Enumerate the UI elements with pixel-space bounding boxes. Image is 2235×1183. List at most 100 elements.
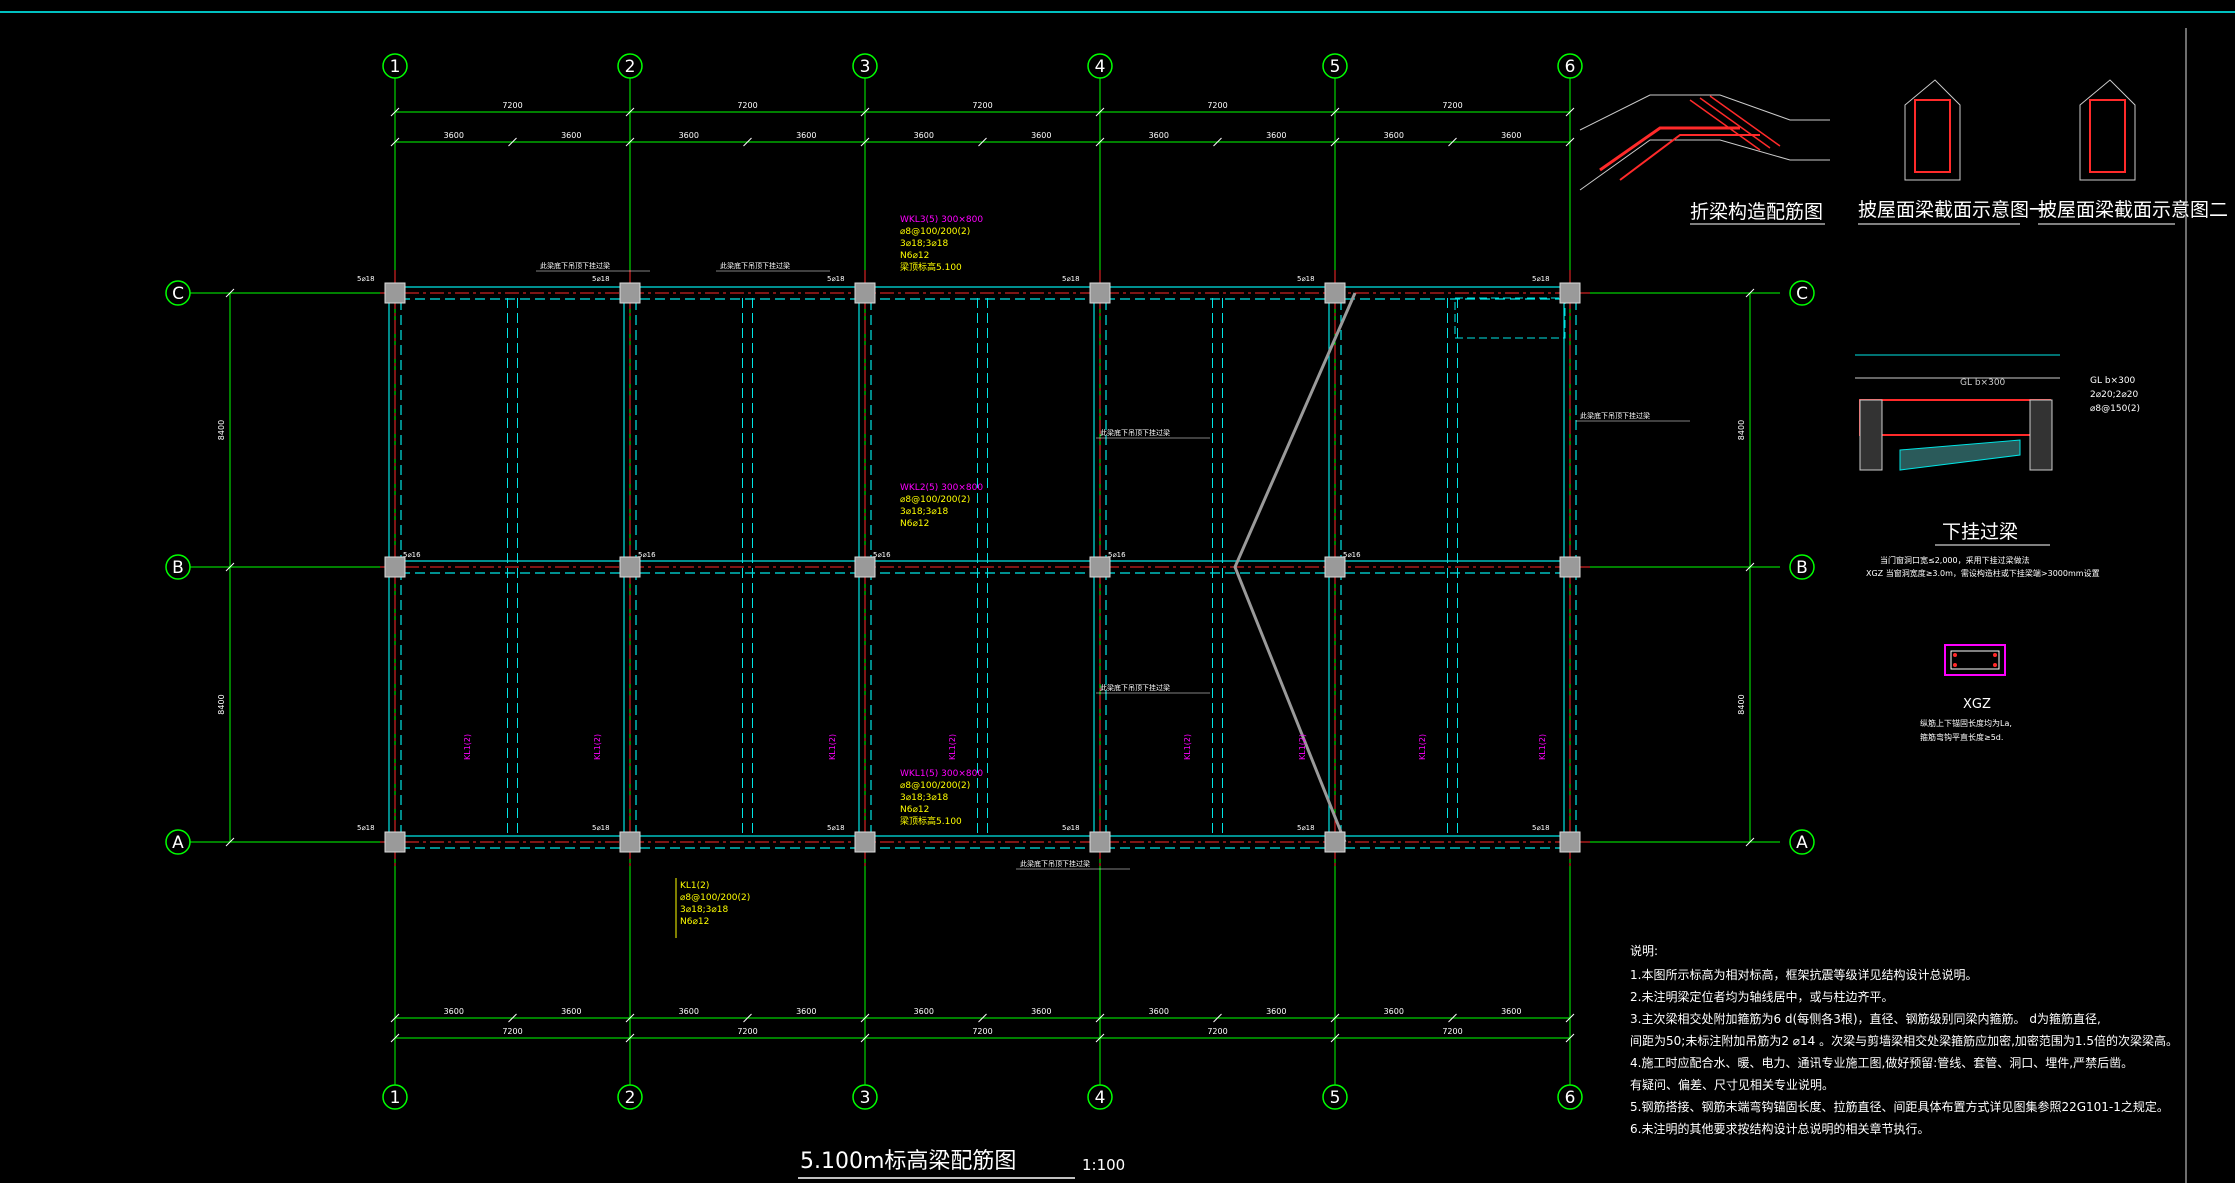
annotation-bottom-beam: KL1(2) ⌀8@100/200(2) 3⌀18;3⌀18 N6⌀12 bbox=[675, 878, 750, 938]
dimension-tick bbox=[225, 288, 235, 298]
column bbox=[854, 556, 876, 578]
axis-bubble-col bbox=[852, 53, 878, 79]
dimension-value: 3600 bbox=[1266, 1007, 1286, 1016]
gl-spec-right: GL b×300 bbox=[2090, 376, 2136, 386]
dimension-tick bbox=[1448, 1013, 1457, 1023]
beam-label-kl: KL1(2) bbox=[1538, 734, 1547, 760]
beam-label-wkl3: WKL3(5) 300×800 bbox=[900, 215, 983, 225]
detail-fold-beam: 折梁构造配筋图 bbox=[1579, 94, 1830, 225]
dimension-value: 3600 bbox=[1384, 1007, 1404, 1016]
rebar-mark: 5⌀18 bbox=[1297, 824, 1315, 832]
beam-bars-side: N6⌀12 bbox=[900, 251, 929, 261]
axis-label-col: 6 bbox=[1565, 57, 1576, 77]
dimension-tick bbox=[625, 1013, 635, 1023]
dimension-value: 3600 bbox=[679, 131, 699, 140]
beam-bars-top: 3⌀18;3⌀18 bbox=[900, 507, 948, 517]
axis-bubble-col bbox=[617, 1084, 643, 1110]
dimension-tick bbox=[625, 137, 635, 147]
beam-label-kl: KL1(2) bbox=[828, 734, 837, 760]
dimension-tick bbox=[743, 1013, 752, 1023]
rebar-mark: 5⌀18 bbox=[1062, 824, 1080, 832]
rebar-mark: 5⌀18 bbox=[827, 275, 845, 283]
detail-hang-beam: GL b×300 GL b×300 2⌀20;2⌀20 ⌀8@150(2) 下挂… bbox=[1855, 354, 2140, 578]
column bbox=[1559, 831, 1581, 853]
dimension-value: 8400 bbox=[217, 420, 226, 440]
xgz-label: XGZ bbox=[1963, 697, 1991, 712]
dimension-tick bbox=[1095, 1013, 1105, 1023]
gl-spec: GL b×300 bbox=[1960, 378, 2006, 388]
dimension-value: 3600 bbox=[796, 131, 816, 140]
rebar-mark: 5⌀18 bbox=[1532, 275, 1550, 283]
detail-roof-section-2: 披屋面梁截面示意图二 bbox=[2038, 79, 2228, 225]
dimension-value: 7200 bbox=[1207, 101, 1227, 110]
axis-label-row: A bbox=[1796, 833, 1808, 853]
column bbox=[1559, 556, 1581, 578]
column bbox=[1324, 831, 1346, 853]
dimension-tick bbox=[978, 137, 987, 147]
axis-bubble-col bbox=[382, 1084, 408, 1110]
note-line-4: 间距为50;未标注附加吊筋为2 ⌀14 。次梁与剪墙梁相交处梁箍筋应加密,加密范… bbox=[1630, 1033, 2178, 1048]
dimension-value: 7200 bbox=[737, 101, 757, 110]
beam-bars-top: 3⌀18;3⌀18 bbox=[900, 239, 948, 249]
axis-label-row: B bbox=[1796, 558, 1808, 578]
dimension-tick bbox=[1745, 562, 1755, 572]
detail-title-roof-1: 披屋面梁截面示意图一 bbox=[1858, 199, 2048, 221]
column bbox=[1559, 282, 1581, 304]
beam-label-bottom: KL1(2) bbox=[680, 881, 709, 891]
dimension-tick bbox=[390, 1033, 400, 1043]
dimension-value: 3600 bbox=[1501, 1007, 1521, 1016]
dimension-tick bbox=[625, 1033, 635, 1043]
column bbox=[1324, 282, 1346, 304]
dimension-tick bbox=[1565, 107, 1575, 117]
dimension-tick bbox=[225, 837, 235, 847]
note-line-2: 2.未注明梁定位者均为轴线居中，或与柱边齐平。 bbox=[1630, 989, 1893, 1004]
beam-label-wkl2: WKL2(5) 300×800 bbox=[900, 483, 983, 493]
column bbox=[384, 831, 406, 853]
annotation-wkl1: WKL1(5) 300×800 ⌀8@100/200(2) 3⌀18;3⌀18 … bbox=[900, 769, 983, 827]
dimension-value: 7200 bbox=[737, 1027, 757, 1036]
axis-bubble-col bbox=[852, 1084, 878, 1110]
beam-bars-top: 3⌀18;3⌀18 bbox=[900, 793, 948, 803]
dimension-value: 3600 bbox=[1501, 131, 1521, 140]
axis-bubble-col bbox=[617, 53, 643, 79]
dimension-value: 3600 bbox=[679, 1007, 699, 1016]
detail-roof-section-1: 披屋面梁截面示意图一 bbox=[1858, 79, 2048, 225]
note-line-3: 3.主次梁相交处附加箍筋为6 d(每侧各3根)，直径、钢筋级别同梁内箍筋。 d为… bbox=[1630, 1011, 2101, 1026]
diagonal-fold-beam bbox=[1233, 292, 1357, 843]
axis-bubble-row bbox=[165, 829, 191, 855]
axis-label-col: 5 bbox=[1330, 57, 1341, 77]
beam-stirrup: ⌀8@100/200(2) bbox=[900, 781, 970, 791]
axis-label-row: B bbox=[172, 558, 184, 578]
beam-bars-side: N6⌀12 bbox=[900, 519, 929, 529]
dimension-tick bbox=[1330, 1033, 1340, 1043]
detail-title-fold-beam: 折梁构造配筋图 bbox=[1690, 201, 1823, 223]
beam-label-kl: KL1(2) bbox=[1298, 734, 1307, 760]
axis-bubble-row bbox=[165, 554, 191, 580]
beam-label-wkl1: WKL1(5) 300×800 bbox=[900, 769, 983, 779]
drawing-scale: 1:100 bbox=[1082, 1156, 1125, 1174]
rebar-mark-mid: 5⌀16 bbox=[873, 551, 891, 559]
dimension-tick bbox=[1213, 1013, 1222, 1023]
axis-bubble-col bbox=[382, 53, 408, 79]
gl-bars: 2⌀20;2⌀20 bbox=[2090, 390, 2138, 400]
axis-label-row: A bbox=[172, 833, 184, 853]
column bbox=[1089, 831, 1111, 853]
beam-relative-elev: 梁顶标高5.100 bbox=[900, 815, 962, 827]
dimension-value: 8400 bbox=[217, 694, 226, 714]
hanger-note: 此梁底下吊顶下挂过梁 bbox=[1020, 859, 1090, 868]
axis-label-col: 1 bbox=[390, 57, 401, 77]
axis-label-row: C bbox=[172, 284, 184, 304]
axis-bubble-row bbox=[1789, 280, 1815, 306]
column bbox=[854, 282, 876, 304]
rebar-mark-mid: 5⌀16 bbox=[1343, 551, 1361, 559]
dimension-tick bbox=[743, 137, 752, 147]
dimension-tick bbox=[1565, 1013, 1575, 1023]
note-line-6: 有疑问、偏差、尺寸见相关专业说明。 bbox=[1630, 1077, 1834, 1092]
xgz-note-1: 纵筋上下锚固长度均为La, bbox=[1920, 718, 2012, 728]
column bbox=[1089, 556, 1111, 578]
general-notes: 说明: 1.本图所示标高为相对标高，框架抗震等级详见结构设计总说明。 2.未注明… bbox=[1630, 943, 2178, 1136]
dimension-tick bbox=[978, 1013, 987, 1023]
axis-label-col: 1 bbox=[390, 1088, 401, 1108]
opening-frame bbox=[1454, 297, 1566, 339]
dimension-tick bbox=[508, 137, 517, 147]
